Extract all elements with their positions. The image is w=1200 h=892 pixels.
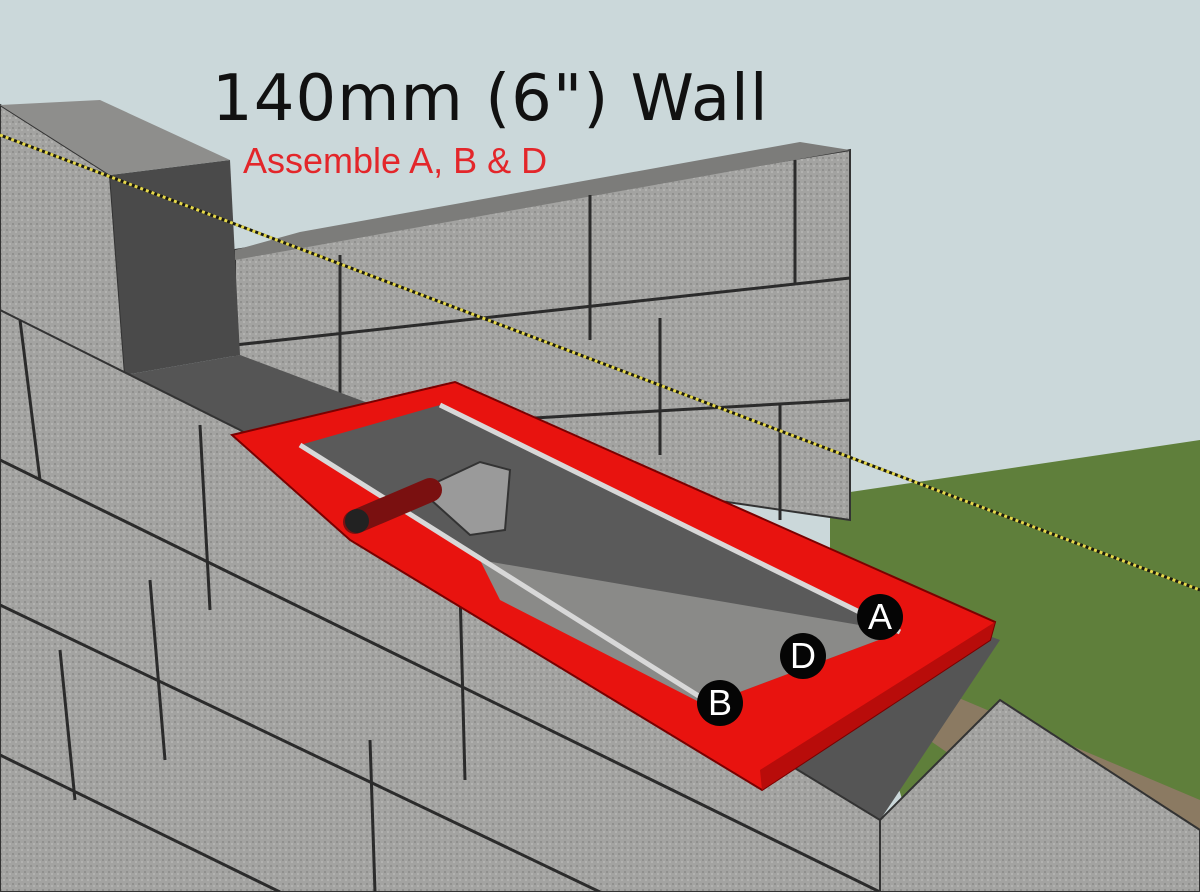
corner-column-side: [110, 160, 240, 375]
subtitle: Assemble A, B & D: [243, 140, 548, 181]
page-title: 140mm (6") Wall: [212, 62, 769, 136]
right-wall-block: [879, 698, 1200, 892]
label-b: B: [697, 680, 743, 726]
label-a: A: [857, 594, 903, 640]
front-wall-joints: [0, 319, 881, 892]
trowel: [343, 460, 512, 537]
back-wall-top: [235, 142, 850, 260]
corner-column-top: [0, 100, 230, 175]
label-d: D: [780, 633, 826, 679]
string-line-dash: [0, 133, 1200, 592]
